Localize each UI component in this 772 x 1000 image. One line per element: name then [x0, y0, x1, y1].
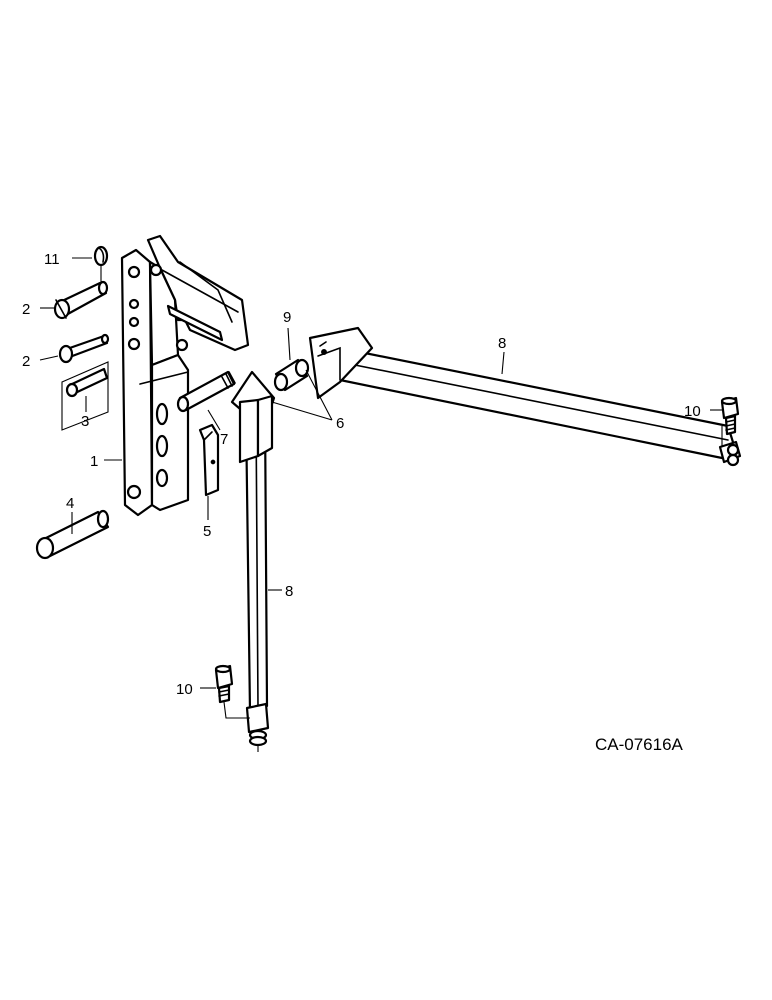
bolt-10-right — [720, 396, 740, 436]
callout-labels: 11 2 2 3 1 4 5 7 9 6 8 8 10 10 CA-07616A — [22, 251, 701, 754]
callout-9: 9 — [283, 309, 291, 326]
callout-3: 3 — [81, 413, 89, 430]
callout-10-right: 10 — [684, 403, 701, 420]
pin-2-lower — [58, 333, 110, 364]
callout-2-upper: 2 — [22, 301, 30, 318]
callout-5: 5 — [203, 523, 211, 540]
callout-8-horizontal: 8 — [498, 335, 506, 352]
tube-top-bracket-6 — [230, 370, 276, 464]
callout-7: 7 — [220, 431, 228, 448]
lock-pin-11 — [93, 245, 109, 282]
callout-6: 6 — [336, 415, 344, 432]
bushing-3 — [61, 361, 109, 431]
tube-bottom-fitting — [245, 702, 270, 752]
callout-4: 4 — [66, 495, 74, 512]
callout-8-vertical: 8 — [285, 583, 293, 600]
horizontal-tube-8 — [338, 346, 742, 467]
callout-1: 1 — [90, 453, 98, 470]
pin-4 — [35, 509, 110, 560]
pin-2-upper — [53, 280, 109, 320]
pin-7 — [176, 370, 236, 413]
tube-end-bracket-6 — [308, 326, 374, 400]
spacer-9 — [273, 358, 310, 392]
callout-11: 11 — [44, 251, 60, 268]
drawing-code: CA-07616A — [595, 735, 684, 754]
bolt-10-left — [214, 664, 250, 719]
clip-5 — [198, 423, 220, 497]
callout-10-left: 10 — [176, 681, 193, 698]
callout-2-lower: 2 — [22, 353, 30, 370]
leader-lines — [39, 257, 722, 689]
mounting-bracket — [120, 234, 250, 517]
